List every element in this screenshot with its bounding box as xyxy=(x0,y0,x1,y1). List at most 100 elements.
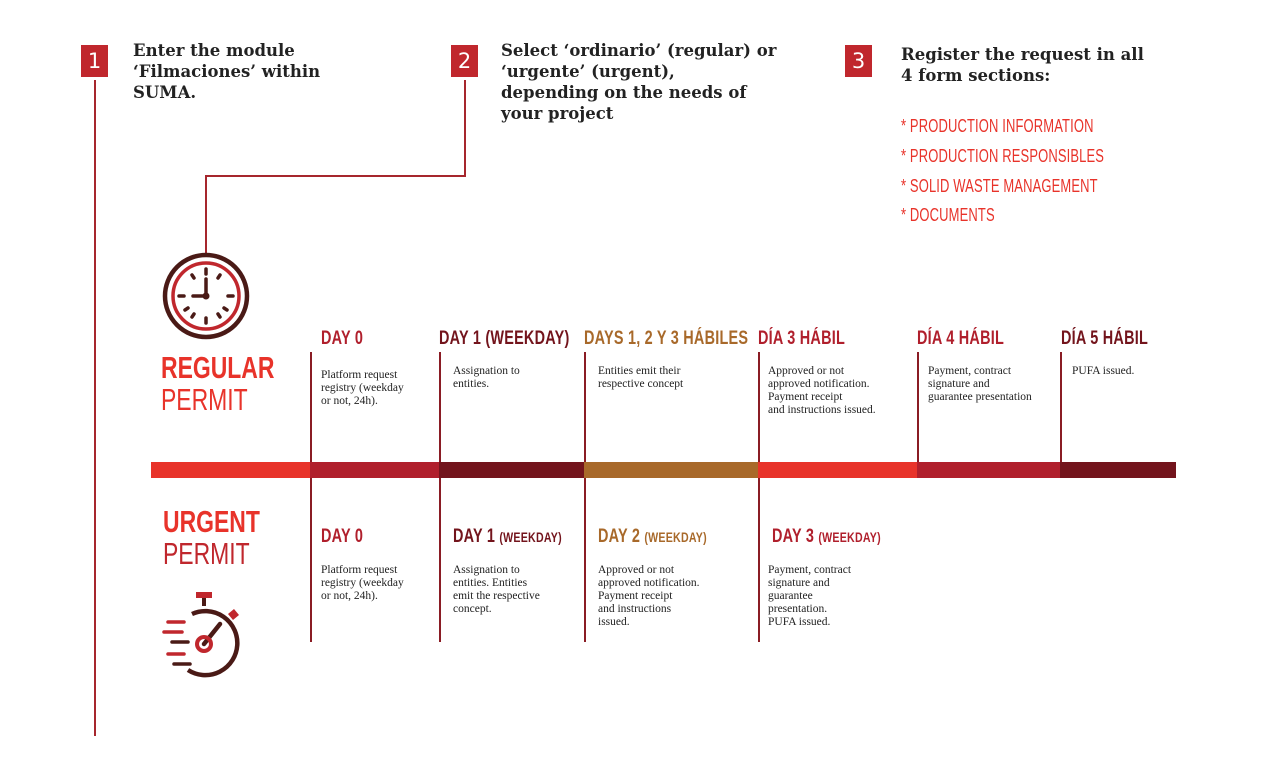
step-3-number: 3 xyxy=(851,49,866,73)
urgent-day-1-desc: Assignation to entities. Entities emit t… xyxy=(453,564,540,616)
section-production-responsibles: * PRODUCTION RESPONSIBLES xyxy=(901,146,1105,166)
desc-line: presentation. xyxy=(768,603,828,615)
urgent-title-bold: URGENT xyxy=(163,504,260,539)
desc-line: Platform request xyxy=(321,369,398,381)
regular-days-123-label: DAYS 1, 2 Y 3 HÁBILES xyxy=(584,328,749,349)
desc-line: Assignation to xyxy=(453,564,520,576)
desc-line: approved notification. xyxy=(598,577,700,589)
regular-dia-4-desc: Payment, contract signature and guarante… xyxy=(928,365,1032,404)
urgent-day-2-desc: Approved or not approved notification. P… xyxy=(598,564,700,629)
step-3-badge: 3 xyxy=(845,45,872,77)
regular-day-0-desc: Platform request registry (weekday or no… xyxy=(321,369,404,408)
desc-line: Entities emit their xyxy=(598,365,681,377)
urgent-separator xyxy=(439,478,441,642)
timeline-segment-start xyxy=(151,462,310,478)
desc-line: concept. xyxy=(453,603,492,615)
regular-title-light: PERMIT xyxy=(161,382,248,417)
regular-permit-title: REGULAR PERMIT xyxy=(161,352,274,416)
step1-vertical-line xyxy=(94,80,96,736)
regular-dia-5-label: DÍA 5 HÁBIL xyxy=(1061,328,1149,349)
stopwatch-icon xyxy=(162,592,240,678)
urgent-day-3-label: DAY 3 (WEEKDAY) xyxy=(772,526,881,548)
desc-line: registry (weekday xyxy=(321,382,404,394)
step-2-line: ‘urgente’ (urgent), xyxy=(501,62,675,81)
regular-dia-5-desc: PUFA issued. xyxy=(1072,365,1134,378)
step2-horizontal-line xyxy=(205,175,466,177)
desc-line: PUFA issued. xyxy=(768,616,831,628)
desc-line: signature and xyxy=(768,577,830,589)
urgent-day-1-sub: (WEEKDAY) xyxy=(499,529,562,545)
regular-separator xyxy=(439,352,441,462)
desc-line: and instructions issued. xyxy=(768,404,876,416)
desc-line: Payment, contract xyxy=(928,365,1012,377)
step-1-text: Enter the module ‘Filmaciones’ within SU… xyxy=(133,40,320,103)
desc-line: emit the respective xyxy=(453,590,540,602)
urgent-day-1-label: DAY 1 (WEEKDAY) xyxy=(453,526,562,548)
desc-line: registry (weekday xyxy=(321,577,404,589)
desc-line: entities. xyxy=(453,378,490,390)
desc-line: Approved or not xyxy=(768,365,845,377)
regular-dia-3-label: DÍA 3 HÁBIL xyxy=(758,328,846,349)
section-production-information: * PRODUCTION INFORMATION xyxy=(901,116,1094,136)
desc-line: Approved or not xyxy=(598,564,675,576)
timeline-segment-dia4 xyxy=(917,462,1060,478)
desc-line: or not, 24h). xyxy=(321,395,378,407)
regular-day-0-label: DAY 0 xyxy=(321,328,364,349)
desc-line: Payment, contract xyxy=(768,564,852,576)
desc-line: Platform request xyxy=(321,564,398,576)
regular-separator xyxy=(310,352,312,462)
urgent-day-0-label: DAY 0 xyxy=(321,526,363,548)
desc-line: approved notification. xyxy=(768,378,870,390)
regular-separator xyxy=(758,352,760,462)
urgent-day-3-main: DAY 3 xyxy=(772,526,815,547)
desc-line: entities. Entities xyxy=(453,577,528,589)
clock-connector-line xyxy=(205,175,207,253)
urgent-day-0-desc: Platform request registry (weekday or no… xyxy=(321,564,404,603)
step-2-line: depending on the needs of xyxy=(501,83,747,102)
step-2-line: your project xyxy=(501,104,614,123)
regular-day-1-desc: Assignation to entities. xyxy=(453,365,520,391)
urgent-day-0-main: DAY 0 xyxy=(321,526,364,547)
step-1-badge: 1 xyxy=(81,45,108,77)
desc-line: respective concept xyxy=(598,378,684,390)
urgent-separator xyxy=(758,478,760,642)
desc-line: issued. xyxy=(598,616,630,628)
timeline-segment-day0 xyxy=(310,462,439,478)
section-documents: * DOCUMENTS xyxy=(901,205,995,225)
regular-day-1-label: DAY 1 (WEEKDAY) xyxy=(439,328,570,349)
desc-line: Payment receipt xyxy=(598,590,673,602)
timeline-segment-days123 xyxy=(584,462,758,478)
regular-days-123-desc: Entities emit their respective concept xyxy=(598,365,683,391)
urgent-separator xyxy=(310,478,312,642)
step-3-text: Register the request in all 4 form secti… xyxy=(901,44,1144,86)
regular-title-bold: REGULAR xyxy=(161,350,275,385)
urgent-day-1-main: DAY 1 xyxy=(453,526,496,547)
clock-icon xyxy=(162,252,250,340)
desc-line: guarantee xyxy=(768,590,813,602)
section-solid-waste-management: * SOLID WASTE MANAGEMENT xyxy=(901,176,1098,196)
urgent-day-2-sub: (WEEKDAY) xyxy=(644,529,707,545)
urgent-separator xyxy=(584,478,586,642)
desc-line: or not, 24h). xyxy=(321,590,378,602)
step-1-line: SUMA. xyxy=(133,83,197,102)
urgent-day-2-label: DAY 2 (WEEKDAY) xyxy=(598,526,707,548)
regular-separator xyxy=(917,352,919,462)
desc-line: and instructions xyxy=(598,603,672,615)
step-1-number: 1 xyxy=(87,49,102,73)
desc-line: guarantee presentation xyxy=(928,391,1032,403)
desc-line: PUFA issued. xyxy=(1072,365,1135,377)
step-1-line: Enter the module xyxy=(133,41,295,60)
step-2-badge: 2 xyxy=(451,45,478,77)
regular-separator xyxy=(584,352,586,462)
urgent-day-2-main: DAY 2 xyxy=(598,526,641,547)
urgent-permit-title: URGENT PERMIT xyxy=(163,506,260,570)
step2-vertical-line xyxy=(464,80,466,176)
timeline-segment-dia3 xyxy=(758,462,917,478)
regular-dia-3-desc: Approved or not approved notification. P… xyxy=(768,365,876,417)
regular-dia-4-label: DÍA 4 HÁBIL xyxy=(917,328,1005,349)
step-2-text: Select ‘ordinario’ (regular) or ‘urgente… xyxy=(501,40,776,124)
timeline-segment-dia5 xyxy=(1060,462,1176,478)
timeline-segment-day1 xyxy=(439,462,584,478)
desc-line: Assignation to xyxy=(453,365,520,377)
step-3-line: 4 form sections: xyxy=(901,66,1051,85)
